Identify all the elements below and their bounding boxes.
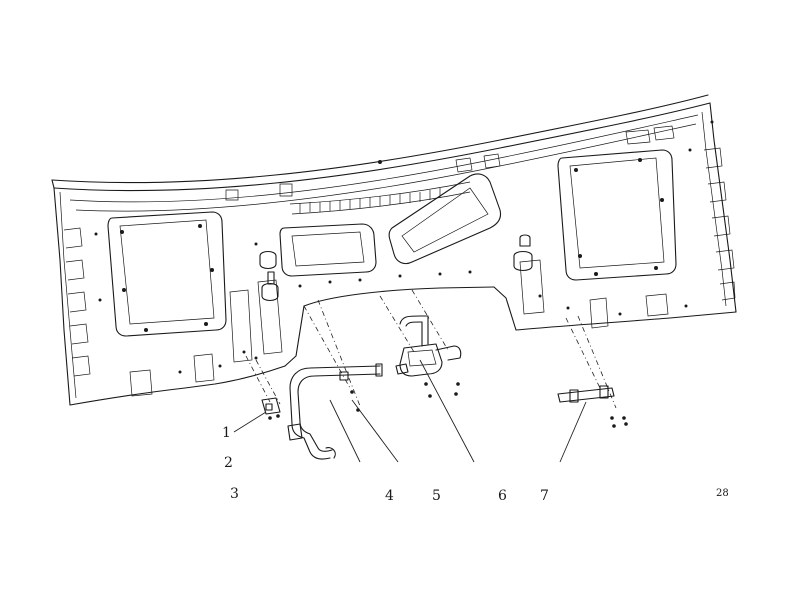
part-module [350, 315, 462, 412]
rear-panel [51, 94, 737, 406]
callout-2: 2 [224, 455, 233, 471]
page-number: 28 [716, 488, 729, 499]
assembly-lines [245, 289, 617, 409]
callout-5: 5 [432, 488, 441, 504]
callout-6: 6 [498, 488, 507, 504]
callout-1: 1 [222, 425, 231, 441]
part-small-bracket [261, 397, 281, 420]
callout-4: 4 [385, 488, 394, 504]
callout-3: 3 [230, 486, 239, 502]
callout-7: 7 [540, 488, 549, 504]
part-tube-harness [287, 363, 383, 460]
leader-lines [233, 359, 587, 463]
part-mounting-bracket [557, 385, 628, 428]
